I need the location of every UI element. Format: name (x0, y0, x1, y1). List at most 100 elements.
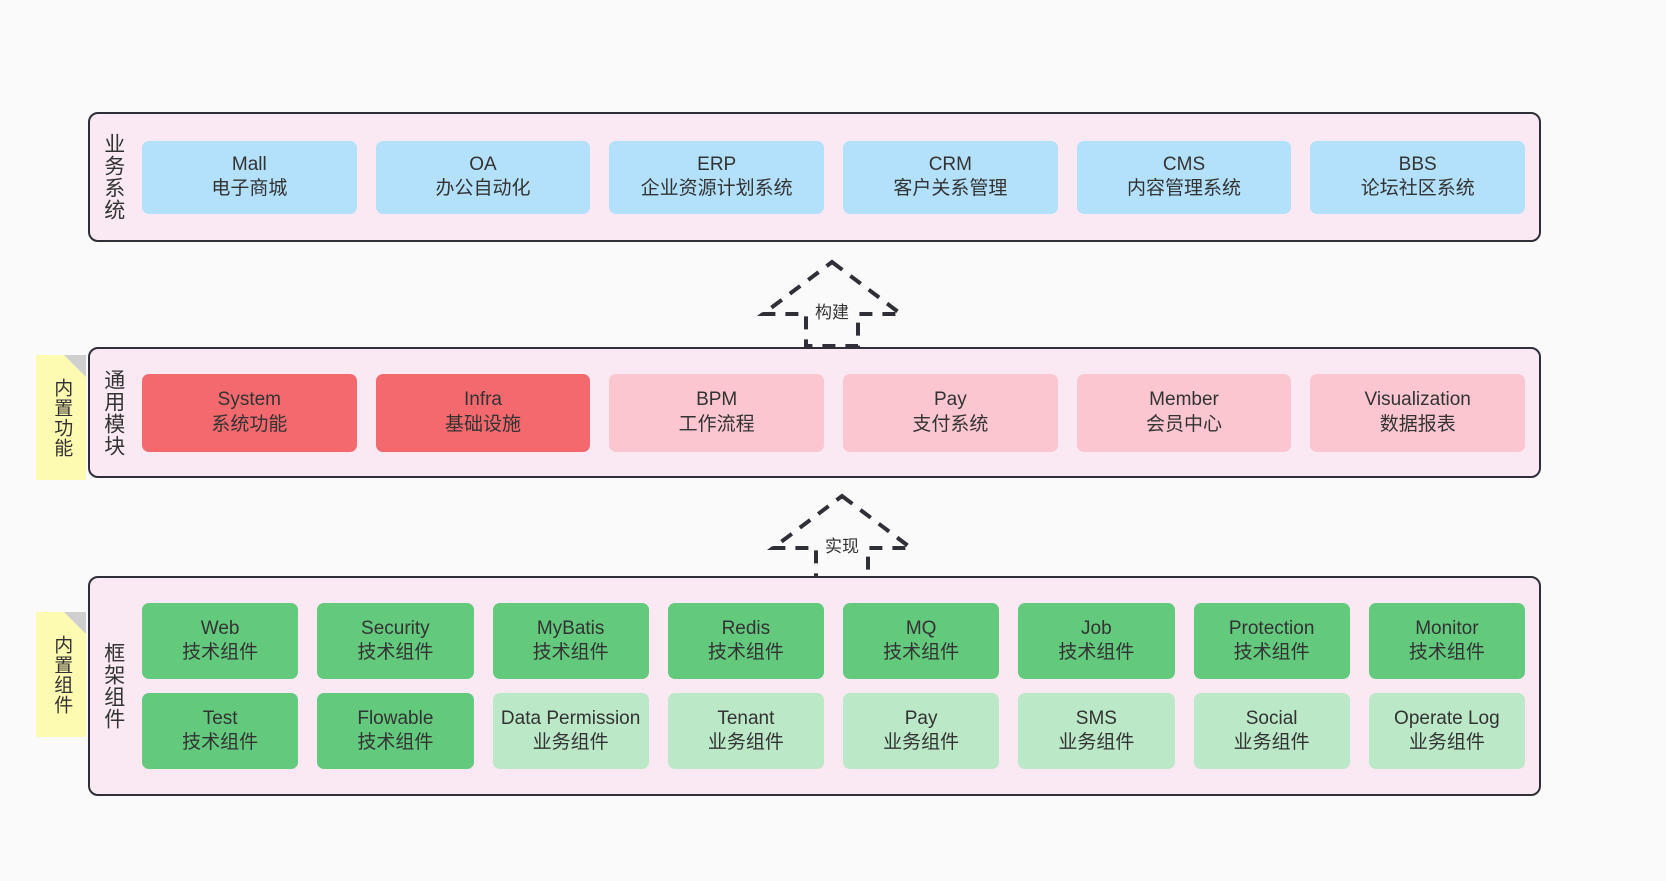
connector-realize-arrow: 实现 (767, 492, 917, 582)
card-sms[interactable]: SMS 业务组件 (1018, 693, 1175, 769)
card-subtitle: 业务组件 (532, 732, 609, 753)
card-subtitle: 技术组件 (707, 642, 784, 663)
card-subtitle: 会员中心 (1146, 413, 1223, 435)
card-subtitle: 支付系统 (912, 413, 989, 435)
layer-label-common-modules: 通用模块 (101, 368, 125, 457)
card-subtitle: 数据报表 (1379, 413, 1456, 435)
card-pay-business[interactable]: Pay 业务组件 (843, 693, 1000, 769)
card-web[interactable]: Web 技术组件 (142, 603, 299, 679)
card-infra[interactable]: Infra 基础设施 (375, 373, 591, 452)
card-title: Data Permission (500, 707, 641, 729)
card-subtitle: 技术组件 (357, 642, 434, 663)
card-mq[interactable]: MQ 技术组件 (843, 603, 1000, 679)
card-title: Pay (933, 389, 967, 411)
card-title: System (217, 389, 282, 411)
card-pay[interactable]: Pay 支付系统 (843, 373, 1058, 452)
card-title: Tenant (717, 707, 775, 729)
card-row: Mall 电子商城 OA 办公自动化 ERP 企业资源计划系统 CRM 客户关系… (142, 140, 1526, 214)
card-title: Member (1149, 389, 1219, 411)
card-subtitle: 技术组件 (357, 732, 434, 753)
card-oa[interactable]: OA 办公自动化 (375, 140, 591, 214)
card-security[interactable]: Security 技术组件 (317, 603, 474, 679)
card-subtitle: 技术组件 (1058, 642, 1135, 663)
card-system[interactable]: System 系统功能 (142, 373, 357, 452)
layer-label-framework-components: 框架组件 (101, 642, 125, 730)
card-protection[interactable]: Protection 技术组件 (1193, 603, 1350, 679)
card-title: Visualization (1364, 389, 1471, 411)
card-subtitle: 技术组件 (182, 642, 259, 663)
note-builtin-components: 内置组件 (36, 612, 86, 737)
card-subtitle: 业务组件 (883, 732, 960, 753)
layer-body-business-systems: Mall 电子商城 OA 办公自动化 ERP 企业资源计划系统 CRM 客户关系… (136, 114, 1539, 240)
card-title: CRM (928, 153, 972, 175)
card-subtitle: 技术组件 (883, 642, 960, 663)
card-title: Security (361, 617, 430, 639)
card-erp[interactable]: ERP 企业资源计划系统 (609, 140, 825, 214)
card-title: Flowable (357, 707, 434, 729)
card-subtitle: 客户关系管理 (893, 178, 1008, 199)
card-title: Redis (721, 617, 771, 639)
card-row: System 系统功能 Infra 基础设施 BPM 工作流程 Pay 支付系统… (142, 373, 1526, 452)
card-title: Social (1245, 707, 1298, 729)
page-fold-icon (64, 355, 86, 377)
card-subtitle: 业务组件 (707, 732, 784, 753)
card-visualization[interactable]: Visualization 数据报表 (1310, 373, 1526, 452)
card-test[interactable]: Test 技术组件 (142, 693, 299, 769)
card-title: BBS (1398, 153, 1437, 175)
card-title: CMS (1162, 153, 1206, 175)
card-data-permission[interactable]: Data Permission 业务组件 (492, 693, 649, 769)
card-subtitle: 工作流程 (678, 413, 755, 435)
card-title: BPM (696, 389, 738, 411)
card-operate-log[interactable]: Operate Log 业务组件 (1368, 693, 1525, 769)
card-subtitle: 业务组件 (1233, 732, 1310, 753)
card-bpm[interactable]: BPM 工作流程 (609, 373, 825, 452)
card-subtitle: 技术组件 (1233, 642, 1310, 663)
card-subtitle: 业务组件 (1408, 732, 1485, 753)
card-mall[interactable]: Mall 电子商城 (142, 140, 357, 214)
card-subtitle: 基础设施 (445, 413, 522, 435)
card-mybatis[interactable]: MyBatis 技术组件 (492, 603, 649, 679)
connector-build-arrow: 构建 (757, 258, 907, 348)
layer-common-modules: 通用模块 System 系统功能 Infra 基础设施 BPM 工作流程 Pay… (88, 347, 1541, 478)
card-job[interactable]: Job 技术组件 (1018, 603, 1175, 679)
card-subtitle: 技术组件 (182, 732, 259, 753)
card-member[interactable]: Member 会员中心 (1076, 373, 1292, 452)
card-bbs[interactable]: BBS 论坛社区系统 (1310, 140, 1526, 214)
page-fold-icon (64, 612, 86, 634)
card-redis[interactable]: Redis 技术组件 (667, 603, 824, 679)
card-title: Mall (231, 153, 267, 175)
card-crm[interactable]: CRM 客户关系管理 (843, 140, 1058, 214)
note-builtin-features: 内置功能 (36, 355, 86, 480)
card-social[interactable]: Social 业务组件 (1193, 693, 1350, 769)
card-row: Web 技术组件 Security 技术组件 MyBatis 技术组件 Redi… (142, 603, 1525, 679)
layer-business-systems: 业务系统 Mall 电子商城 OA 办公自动化 ERP 企业资源计划系统 CRM… (88, 112, 1541, 242)
card-subtitle: 电子商城 (211, 178, 288, 199)
card-subtitle: 系统功能 (211, 413, 288, 435)
card-title: Web (200, 617, 240, 639)
layer-label-business-systems: 业务系统 (101, 133, 125, 221)
card-subtitle: 企业资源计划系统 (640, 178, 793, 199)
card-row: Test 技术组件 Flowable 技术组件 Data Permission … (142, 693, 1525, 769)
card-subtitle: 论坛社区系统 (1360, 178, 1475, 199)
card-title: MyBatis (536, 617, 605, 639)
card-flowable[interactable]: Flowable 技术组件 (317, 693, 474, 769)
card-monitor[interactable]: Monitor 技术组件 (1368, 603, 1525, 679)
layer-body-framework-components: Web 技术组件 Security 技术组件 MyBatis 技术组件 Redi… (136, 578, 1539, 794)
card-title: Operate Log (1394, 707, 1500, 729)
card-subtitle: 内容管理系统 (1127, 178, 1242, 199)
layer-framework-components: 框架组件 Web 技术组件 Security 技术组件 MyBatis 技术组件… (88, 576, 1541, 796)
card-title: Pay (904, 707, 938, 729)
card-title: Monitor (1415, 617, 1479, 639)
card-title: Infra (463, 389, 503, 411)
card-subtitle: 办公自动化 (435, 178, 531, 199)
card-title: OA (469, 153, 497, 175)
card-title: Job (1081, 617, 1112, 639)
card-cms[interactable]: CMS 内容管理系统 (1076, 140, 1292, 214)
card-subtitle: 技术组件 (1408, 642, 1485, 663)
card-title: ERP (697, 153, 737, 175)
card-subtitle: 技术组件 (532, 642, 609, 663)
card-tenant[interactable]: Tenant 业务组件 (667, 693, 824, 769)
card-title: SMS (1075, 707, 1117, 729)
layer-body-common-modules: System 系统功能 Infra 基础设施 BPM 工作流程 Pay 支付系统… (136, 349, 1539, 476)
